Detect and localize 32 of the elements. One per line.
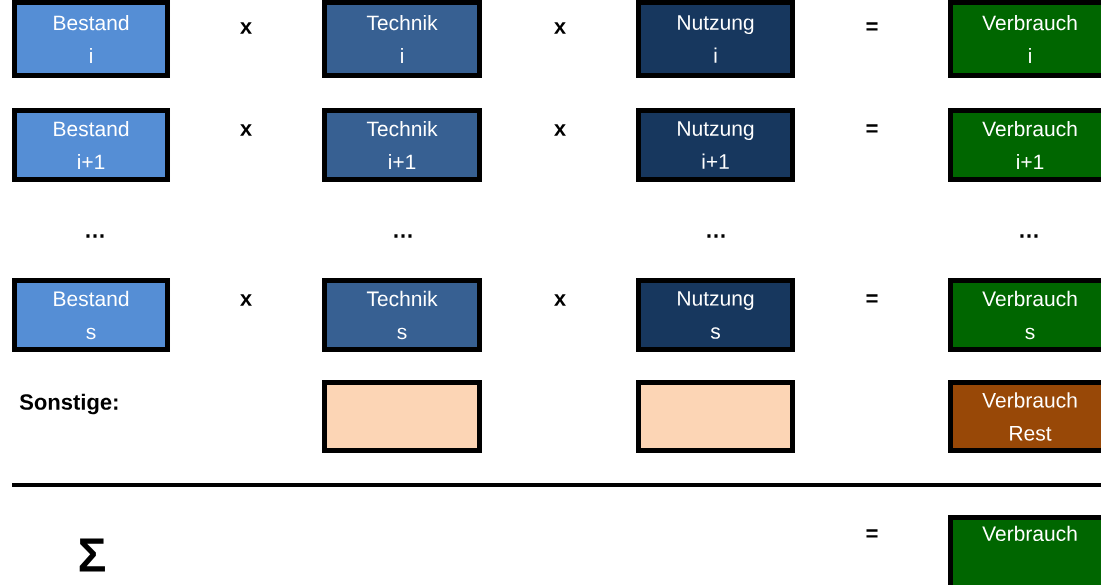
factor-box: Verbrauch Rest [948,380,1101,453]
ellipsis: … [1020,234,1038,238]
row-label: Sonstige: [19,393,118,415]
factor-box: Verbrauch [948,515,1101,585]
multiplication-sign: x [554,294,566,306]
multiplication-sign: x [240,124,252,136]
empty-box [322,380,482,453]
factor-box: Technik i [322,0,482,78]
equals-sign: = [866,124,878,133]
ellipsis: … [707,234,725,238]
multiplication-sign: x [554,124,566,136]
multiplication-sign: x [240,22,252,34]
factor-box: Bestand i [12,0,170,78]
factor-box: Bestand s [12,278,170,352]
factor-box: Technik s [322,278,482,352]
factor-box: Nutzung i [636,0,795,78]
equals-sign: = [866,294,878,303]
sum-symbol: Σ [79,538,105,572]
ellipsis: … [394,234,412,238]
ellipsis: … [86,234,104,238]
factor-box: Verbrauch s [948,278,1101,352]
factor-box: Technik i+1 [322,108,482,182]
factor-box: Verbrauch i [948,0,1101,78]
factor-box: Nutzung s [636,278,795,352]
factor-box: Nutzung i+1 [636,108,795,182]
empty-box [636,380,795,453]
equals-sign: = [866,22,878,31]
factor-box: Bestand i+1 [12,108,170,182]
multiplication-sign: x [240,294,252,306]
factor-box: Verbrauch i+1 [948,108,1101,182]
multiplication-sign: x [554,22,566,34]
equals-sign: = [866,529,878,538]
